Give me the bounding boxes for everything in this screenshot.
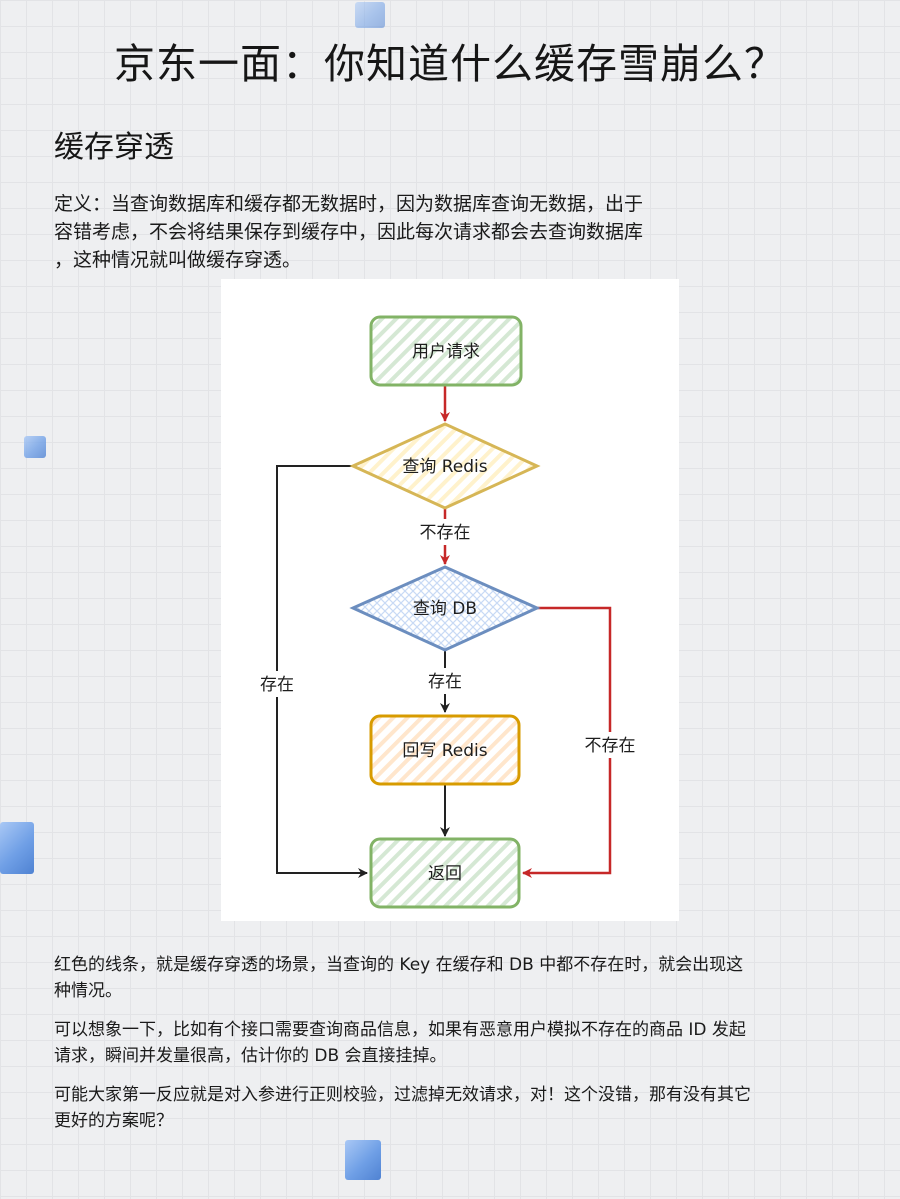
explanation-paragraph-2: 可以想象一下，比如有个接口需要查询商品信息，如果有恶意用户模拟不存在的商品 ID… bbox=[54, 1020, 746, 1066]
node-return-label: 返回 bbox=[428, 864, 462, 884]
decor-cube bbox=[0, 822, 34, 874]
node-write-back-label: 回写 Redis bbox=[402, 741, 487, 761]
explanation-paragraph-3: 可能大家第一反应就是对入参进行正则校验，过滤掉无效请求，对！这个没错，那有没有其… bbox=[54, 1085, 751, 1131]
decor-cube bbox=[355, 2, 385, 28]
node-query-db: 查询 DB bbox=[349, 565, 541, 652]
edge-label-redis-miss: 不存在 bbox=[420, 523, 471, 543]
edge-redis-hit-to-return bbox=[276, 465, 368, 878]
explanation-paragraph-1: 红色的线条，就是缓存穿透的场景，当查询的 Key 在缓存和 DB 中都不存在时，… bbox=[54, 955, 744, 1001]
node-write-back-redis: 回写 Redis bbox=[369, 714, 521, 786]
section-heading: 缓存穿透 bbox=[54, 130, 174, 165]
node-user-request: 用户请求 bbox=[369, 315, 523, 387]
node-query-redis: 查询 Redis bbox=[349, 422, 541, 510]
edge-label-db-hit: 存在 bbox=[428, 672, 462, 692]
flowchart-card: 用户请求 查询 Redis 查询 DB 回写 Redis 返回 不存在 存在 存… bbox=[221, 279, 679, 921]
edge-label-db-miss: 不存在 bbox=[585, 736, 636, 756]
edge-label-redis-hit: 存在 bbox=[260, 675, 294, 695]
node-user-request-label: 用户请求 bbox=[412, 342, 480, 362]
flowchart: 用户请求 查询 Redis 查询 DB 回写 Redis 返回 不存在 存在 存… bbox=[253, 315, 644, 909]
node-query-db-label: 查询 DB bbox=[413, 599, 477, 619]
page-title: 京东一面：你知道什么缓存雪崩么？ bbox=[114, 40, 786, 88]
decor-cube bbox=[345, 1140, 381, 1180]
node-return: 返回 bbox=[369, 837, 521, 909]
definition-paragraph: 定义：当查询数据库和缓存都无数据时，因为数据库查询无数据，出于 容错考虑，不会将… bbox=[54, 193, 644, 271]
node-query-redis-label: 查询 Redis bbox=[402, 457, 487, 477]
decor-cube bbox=[24, 436, 46, 458]
